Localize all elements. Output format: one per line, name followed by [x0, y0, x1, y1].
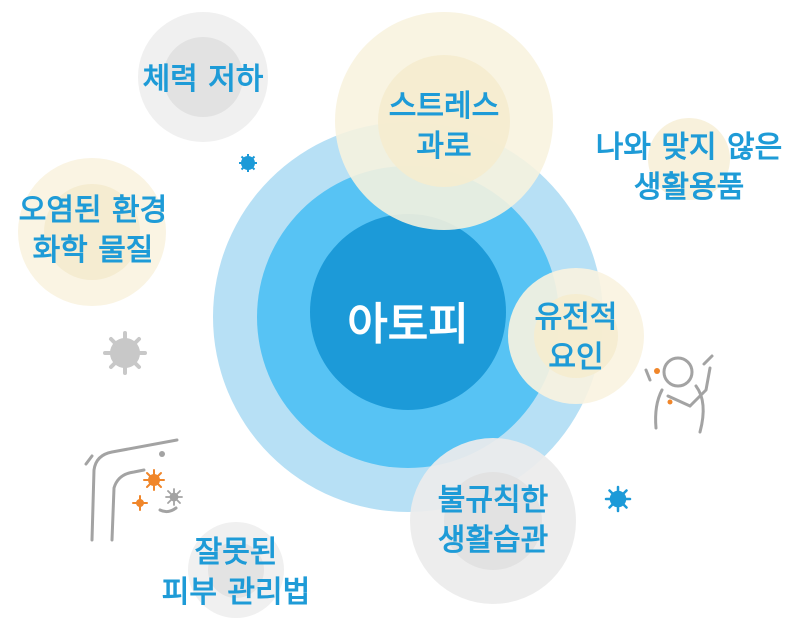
label-genetic: 유전적 요인: [534, 300, 618, 375]
label-env: 오염된 환경 화학 물질: [18, 193, 168, 268]
bubble-env-inner: [44, 184, 140, 280]
germ-icon-grey: [103, 331, 147, 375]
bubble-stress-inner: [378, 55, 510, 187]
label-stress: 스트레스 과로: [388, 89, 500, 164]
center-label: 아토피: [347, 299, 469, 350]
bubble-skincare-inner: [208, 542, 264, 598]
scratching-person-icon: [644, 354, 714, 434]
label-products: 나와 맞지 않은 생활용품: [595, 130, 783, 205]
itchy-skin-arm-icon: [84, 438, 183, 542]
label-skincare: 잘못된 피부 관리법: [161, 535, 311, 610]
bubble-stamina-inner: [163, 37, 243, 117]
bubble-genetic-inner: [534, 294, 618, 378]
label-stamina: 체력 저하: [142, 62, 264, 97]
label-lifestyle: 불규칙한 생활습관: [437, 483, 549, 558]
core-circle: [310, 214, 506, 410]
bubble-lifestyle-inner: [444, 472, 542, 570]
bubble-products: [648, 118, 730, 200]
germ-icon-blue-small: [239, 154, 257, 172]
germ-icon-blue: [604, 485, 632, 513]
